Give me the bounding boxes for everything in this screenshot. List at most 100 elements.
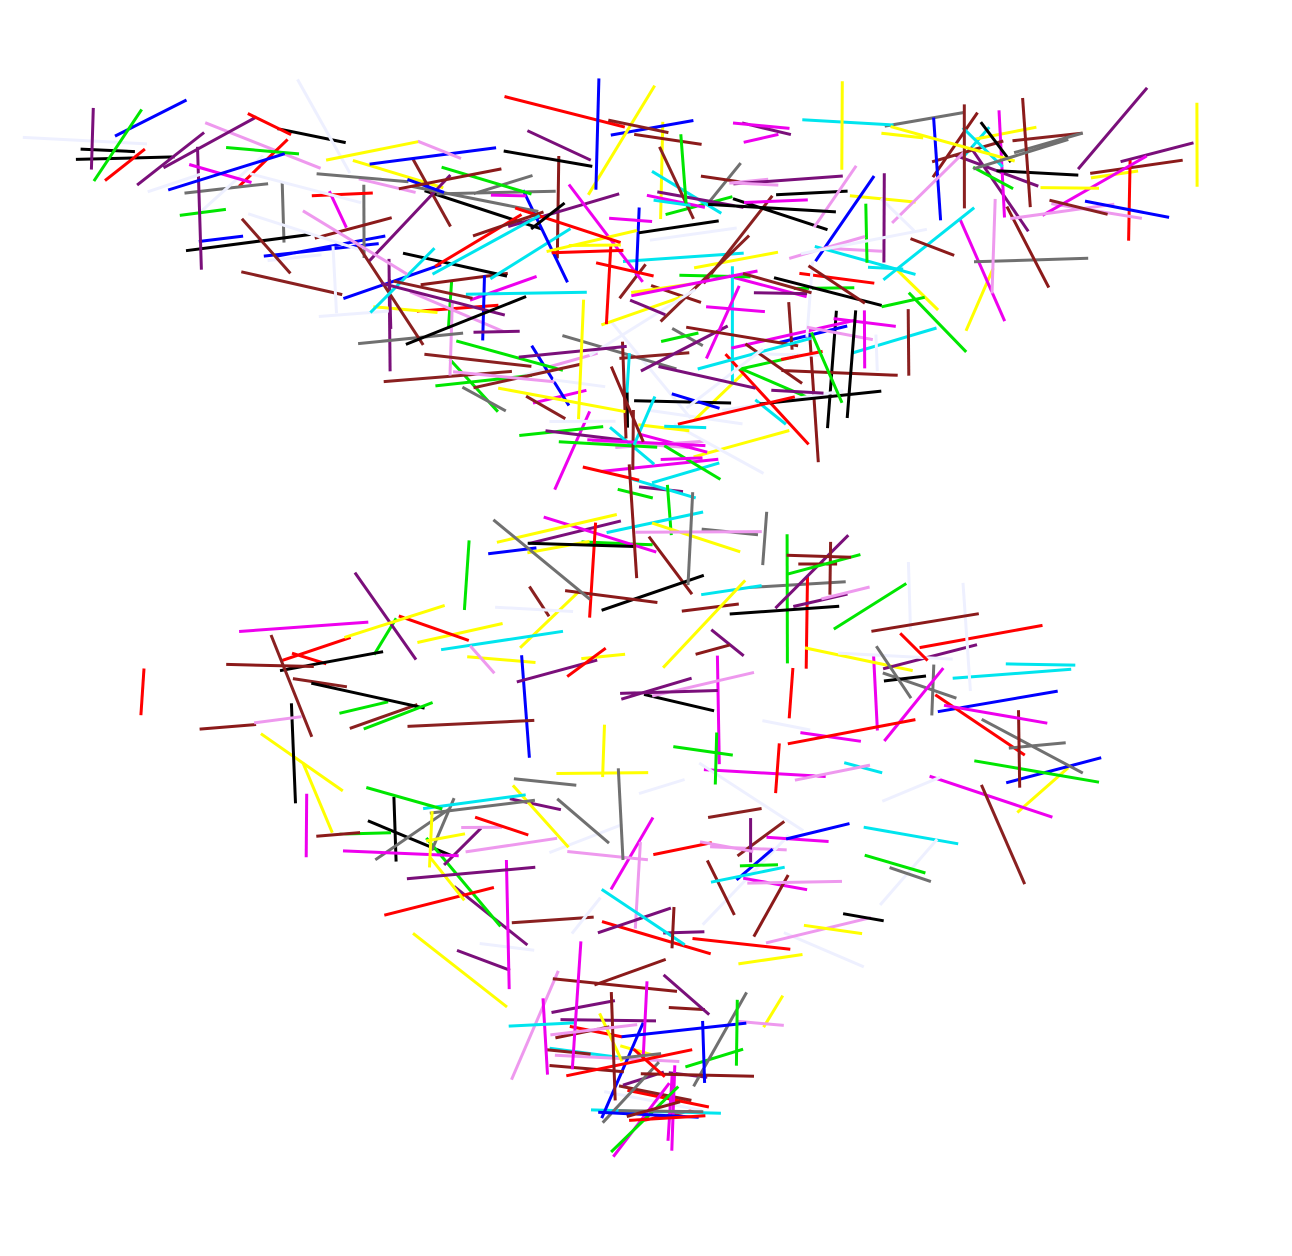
line-segment	[673, 422, 765, 475]
line-segment	[570, 941, 583, 1070]
line-segment	[325, 140, 419, 162]
line-segment	[658, 365, 756, 390]
line-segment	[609, 992, 617, 1101]
line-segment	[468, 644, 496, 675]
line-segment	[530, 201, 566, 231]
line-segment	[441, 165, 532, 196]
line-segment	[473, 362, 582, 390]
line-segment	[804, 576, 809, 669]
line-segment	[803, 923, 863, 936]
line-segment	[597, 906, 672, 935]
line-segment	[662, 579, 747, 669]
line-segment	[739, 863, 779, 868]
line-segment	[631, 477, 697, 500]
line-segment	[546, 1048, 591, 1056]
line-segment	[1010, 202, 1115, 221]
line-segment	[380, 281, 506, 317]
line-segment	[277, 127, 346, 145]
line-segment	[731, 181, 779, 187]
line-segment	[786, 553, 852, 559]
line-segment	[1005, 662, 1076, 667]
line-segment	[448, 302, 454, 376]
line-segment	[699, 840, 754, 853]
line-segment	[715, 655, 721, 765]
line-segment	[931, 139, 1004, 164]
line-segment	[600, 457, 719, 473]
line-segment	[663, 930, 705, 935]
line-segment	[894, 267, 940, 312]
line-segment	[781, 369, 898, 377]
line-segment	[996, 169, 1079, 177]
line-segment	[881, 131, 924, 140]
line-segment	[783, 931, 865, 969]
line-segment	[693, 429, 790, 459]
line-segment	[247, 212, 360, 251]
line-segment	[497, 386, 626, 414]
line-segment	[899, 632, 929, 662]
line-segment	[617, 487, 654, 500]
line-segment	[240, 270, 343, 297]
line-segment	[196, 146, 203, 270]
line-segment	[431, 214, 541, 276]
line-segment	[543, 515, 657, 554]
line-segment	[708, 202, 836, 214]
line-segment	[929, 774, 1053, 819]
line-segment	[402, 251, 508, 278]
line-segment	[511, 915, 594, 925]
line-segment	[619, 351, 690, 360]
line-segment	[881, 295, 926, 309]
line-segment	[551, 999, 616, 1014]
line-segment	[304, 793, 309, 858]
line-segment	[260, 732, 344, 793]
line-segment	[473, 329, 520, 334]
line-segment	[504, 95, 626, 129]
line-segment	[528, 519, 622, 546]
line-segment	[452, 370, 555, 384]
line-segment	[653, 841, 713, 857]
line-segment	[632, 1047, 666, 1078]
line-segment	[906, 561, 912, 630]
line-segment	[620, 689, 718, 695]
line-segment	[548, 823, 624, 854]
line-segment	[752, 874, 790, 938]
line-segment	[405, 295, 527, 346]
line-segment	[625, 353, 631, 393]
line-segment	[973, 256, 1089, 264]
line-segment	[570, 896, 602, 935]
line-segment	[443, 827, 483, 866]
line-segment	[670, 906, 676, 949]
line-segment	[331, 246, 338, 314]
line-segment	[1084, 199, 1170, 219]
line-segment	[633, 841, 642, 929]
line-segment	[679, 134, 688, 204]
line-segment	[436, 189, 556, 196]
line-segment	[891, 150, 966, 224]
line-segment	[681, 602, 739, 613]
line-segment	[730, 318, 857, 350]
line-segment	[635, 530, 762, 534]
line-segment	[864, 203, 869, 263]
line-segment	[80, 147, 135, 154]
line-segment	[603, 1090, 703, 1112]
line-segment	[179, 207, 227, 217]
line-segment	[504, 859, 511, 990]
line-segment	[549, 1064, 625, 1074]
line-segment	[705, 305, 766, 314]
line-segment	[204, 121, 322, 170]
line-segment	[104, 147, 146, 182]
line-segment	[693, 250, 779, 270]
line-segment	[883, 667, 945, 742]
line-segment	[587, 84, 656, 196]
line-segment	[651, 521, 741, 554]
line-segment	[738, 953, 803, 966]
line-segment	[804, 646, 914, 673]
line-segment	[863, 825, 959, 846]
line-segment	[875, 645, 913, 700]
line-segment	[199, 723, 257, 731]
line-segment	[429, 798, 536, 815]
line-segment	[640, 324, 729, 373]
line-segment	[469, 274, 538, 302]
line-segment	[833, 582, 908, 631]
line-segment	[519, 425, 604, 437]
line-segment	[732, 197, 828, 232]
